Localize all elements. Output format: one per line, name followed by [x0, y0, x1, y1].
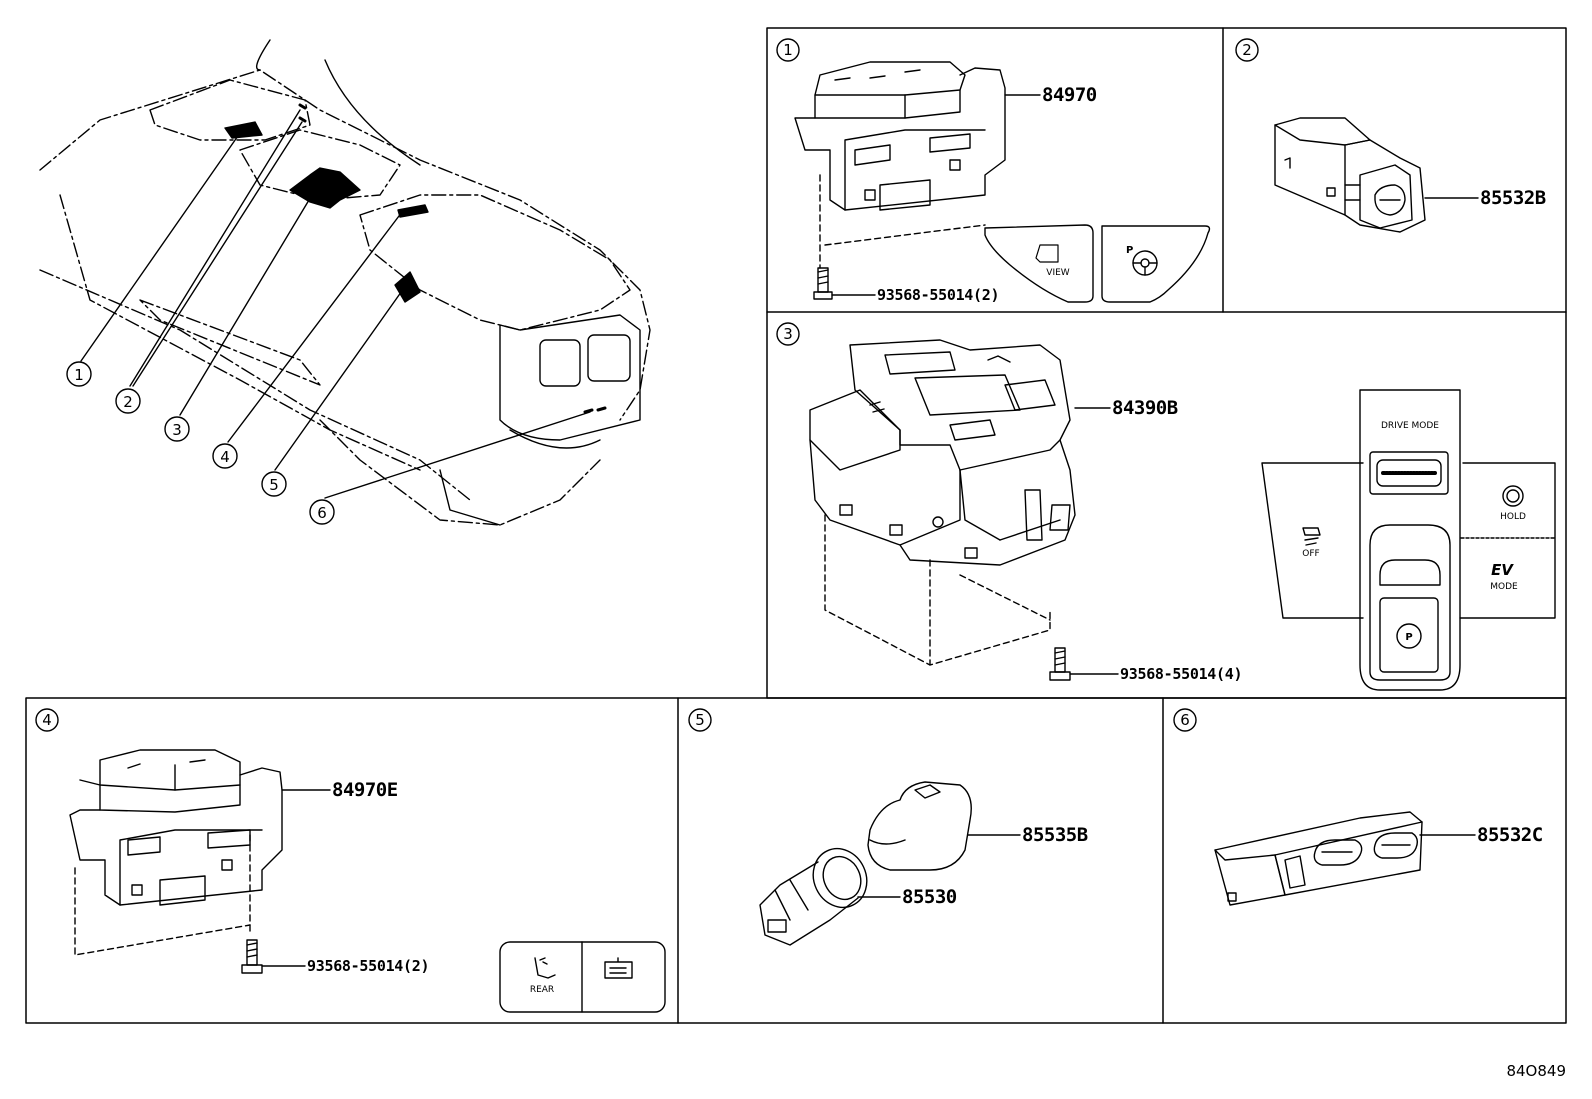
button-p-steering-drawing — [1101, 225, 1211, 303]
callout-4 — [212, 443, 238, 469]
rear-vent-right — [587, 334, 631, 382]
callout-4-label: 4 — [220, 448, 230, 466]
panel-2-index-circle — [1235, 38, 1259, 62]
panel-1-index-circle — [776, 38, 800, 62]
off-label: OFF — [1302, 549, 1319, 559]
part-4-mark — [397, 204, 429, 218]
drive-mode-panel-drawing — [1261, 389, 1556, 691]
panel-6: 6 85532C — [1173, 708, 1543, 906]
screw-part-number-p1: 93568-55014(2) — [877, 286, 999, 304]
part-3-mark — [289, 167, 361, 209]
mount-guide-p3 — [824, 514, 1051, 666]
mode-label: MODE — [1490, 582, 1518, 592]
part-2-mark — [298, 103, 307, 123]
overview-leaders — [80, 109, 591, 499]
callout-2 — [115, 388, 141, 414]
panel-1-index: 1 — [783, 41, 793, 59]
callout-1-label: 1 — [74, 366, 84, 384]
panel-2-index: 2 — [1242, 41, 1252, 59]
callout-2-label: 2 — [123, 393, 133, 411]
callout-5-label: 5 — [269, 476, 279, 494]
panel-5: 5 85535B 85530 — [688, 708, 1088, 946]
callout-6-label: 6 — [317, 504, 327, 522]
diagram-code: 84O849 — [1506, 1062, 1566, 1080]
rear-buttons-drawing — [499, 941, 666, 1013]
overview-callouts — [66, 361, 335, 525]
panel-5-index: 5 — [695, 711, 705, 729]
panel-3: 3 84390B — [776, 322, 1556, 691]
panel-1: 1 84970 93568-55014(2) VIEW — [776, 38, 1211, 304]
panel-3-index: 3 — [783, 325, 793, 343]
panel-frames — [25, 27, 1567, 1024]
part-number-85532b: 85532B — [1480, 187, 1546, 209]
panel-4-index-circle — [35, 708, 59, 732]
panel-3-index-circle — [776, 322, 800, 346]
rear-vent-edge — [509, 429, 601, 449]
panel-2: 2 85532B — [1235, 38, 1546, 233]
callout-5 — [261, 471, 287, 497]
console-edge — [256, 39, 271, 71]
socket-85530-drawing — [759, 847, 868, 946]
part-number-84970: 84970 — [1042, 84, 1097, 106]
panel-6-index: 6 — [1180, 711, 1190, 729]
console-edge — [324, 59, 421, 166]
part-6-mark — [583, 406, 607, 414]
switch-84970e-drawing — [69, 749, 283, 906]
callout-3 — [164, 416, 190, 442]
drive-mode-label: DRIVE MODE — [1381, 421, 1439, 431]
button-p-label: P — [1126, 245, 1133, 256]
part-1-mark — [224, 121, 263, 139]
mount-guide-p4 — [74, 834, 251, 956]
parking-p-label: P — [1405, 632, 1412, 643]
console-overview: 1 2 3 4 5 6 — [39, 39, 651, 526]
panel-4-index: 4 — [42, 711, 52, 729]
part-number-84970e: 84970E — [332, 779, 398, 801]
mount-guide — [819, 174, 986, 269]
button-view-drawing — [984, 224, 1094, 303]
socket-cap-85535b-drawing — [867, 781, 972, 871]
hold-label: HOLD — [1500, 512, 1526, 522]
rear-vent — [499, 314, 641, 441]
part-number-85535b: 85535B — [1022, 824, 1088, 846]
panel-6-index-circle — [1173, 708, 1197, 732]
callout-6 — [309, 499, 335, 525]
frame-bottom — [25, 697, 1567, 1024]
ev-label: EV — [1491, 561, 1514, 579]
part-number-85530: 85530 — [902, 886, 957, 908]
screw-p1 — [813, 267, 833, 300]
console-outline — [39, 69, 651, 526]
callout-1 — [66, 361, 92, 387]
usb-85532c-drawing — [1214, 811, 1423, 906]
part-5-mark — [394, 271, 421, 303]
part-number-85532c: 85532C — [1477, 824, 1543, 846]
rear-vent-left — [539, 339, 581, 387]
screw-part-number-p4: 93568-55014(2) — [307, 957, 429, 975]
screw-part-number-p3: 93568-55014(4) — [1120, 665, 1242, 683]
switch-84970-drawing — [794, 61, 1006, 211]
console-edge — [439, 469, 501, 526]
rear-label: REAR — [530, 985, 554, 995]
usb-85532b-drawing — [1274, 117, 1426, 233]
callout-3-label: 3 — [172, 421, 182, 439]
screw-p3 — [1049, 647, 1071, 681]
switch-84390b-drawing — [809, 339, 1076, 566]
button-view-label: VIEW — [1046, 268, 1069, 278]
part-number-84390b: 84390B — [1112, 397, 1178, 419]
screw-p4 — [241, 939, 263, 974]
panel-4: 4 84970E 93568-55014(2) — [35, 708, 666, 1013]
panel-5-index-circle — [688, 708, 712, 732]
